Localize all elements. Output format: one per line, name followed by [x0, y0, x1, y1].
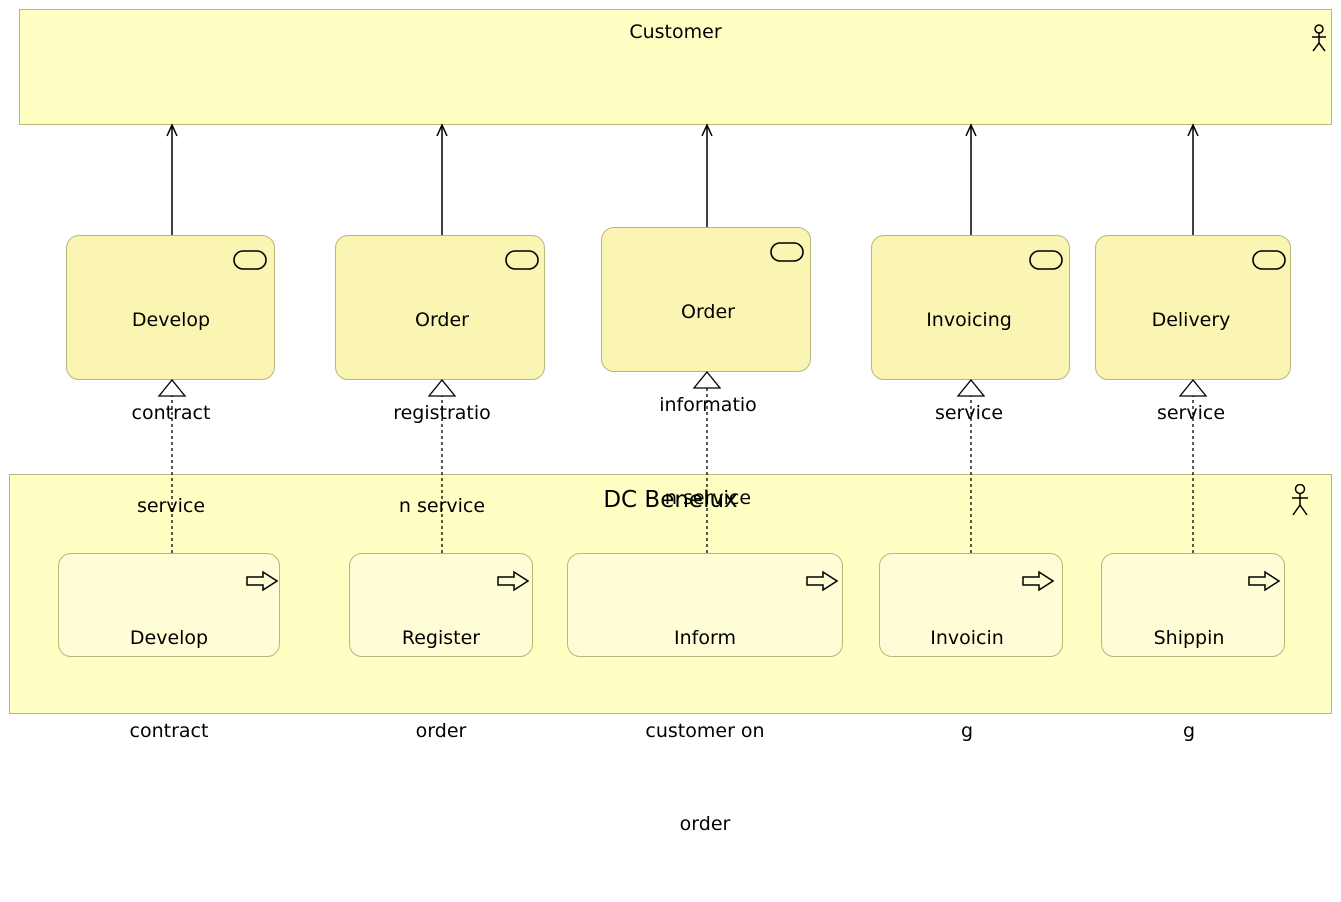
service-icon: [1029, 250, 1063, 270]
process-label-line: order: [679, 813, 731, 835]
service-label-line: service: [136, 495, 206, 517]
process-icon: [497, 570, 530, 592]
service-label-line: n service: [664, 487, 752, 509]
process-label-line: g: [960, 720, 974, 742]
service-label: Develop contract service: [132, 243, 211, 584]
process-label-line: contract: [129, 720, 209, 742]
service-label-line: Order: [681, 301, 735, 323]
process-shipping[interactable]: Shippin g: [1101, 553, 1285, 742]
service-invoicing[interactable]: Invoicing service: [871, 235, 1070, 424]
process-invoicing[interactable]: Invoicin g: [879, 553, 1063, 742]
service-label-line: Delivery: [1151, 309, 1231, 331]
service-label-line: Order: [415, 309, 469, 331]
realization-relation[interactable]: [956, 378, 986, 553]
service-label: Order informatio n service: [659, 235, 757, 576]
actor-icon: [1312, 24, 1326, 52]
serving-relation[interactable]: [166, 123, 178, 235]
service-label: Delivery service: [1152, 243, 1231, 491]
process-label-line: Shippin: [1153, 627, 1225, 649]
service-icon: [1252, 250, 1286, 270]
serving-relation[interactable]: [701, 123, 713, 227]
service-label-line: contract: [131, 402, 211, 424]
realization-relation[interactable]: [1178, 378, 1208, 553]
process-icon: [806, 570, 839, 592]
service-icon: [770, 242, 804, 262]
realization-relation[interactable]: [427, 378, 457, 553]
actor-dc-benelux-name: DC Benelux: [603, 487, 738, 513]
service-label-line: informatio: [659, 394, 757, 416]
service-order-information[interactable]: Order informatio n service: [601, 227, 811, 509]
service-label-line: n service: [398, 495, 486, 517]
service-icon: [233, 250, 267, 270]
serving-relation[interactable]: [1187, 123, 1199, 235]
service-label-line: Develop: [131, 309, 211, 331]
actor-icon: [1292, 484, 1308, 516]
actor-customer-name: Customer: [629, 21, 722, 43]
service-develop-contract[interactable]: Develop contract service: [66, 235, 275, 517]
realization-relation[interactable]: [157, 378, 187, 553]
service-label-line: Invoicing: [926, 309, 1012, 331]
service-label: Invoicing service: [926, 243, 1012, 491]
process-label-line: Inform: [674, 627, 736, 649]
process-label-line: g: [1182, 720, 1196, 742]
service-delivery[interactable]: Delivery service: [1095, 235, 1291, 424]
service-label-line: service: [1156, 402, 1226, 424]
process-label-line: Register: [401, 627, 481, 649]
actor-customer[interactable]: Customer: [19, 9, 1332, 125]
realization-relation[interactable]: [692, 370, 722, 553]
relationship-lines: [157, 123, 1208, 553]
serving-relation[interactable]: [965, 123, 977, 235]
process-label-line: order: [415, 720, 467, 742]
process-label-line: customer on: [645, 720, 765, 742]
process-icon: [1022, 570, 1055, 592]
service-label-line: service: [934, 402, 1004, 424]
process-label-line: Invoicin: [930, 627, 1004, 649]
serving-relation[interactable]: [436, 123, 448, 235]
process-icon: [1248, 570, 1281, 592]
process-label-line: Develop: [129, 627, 209, 649]
process-icon: [246, 570, 279, 592]
service-icon: [505, 250, 539, 270]
